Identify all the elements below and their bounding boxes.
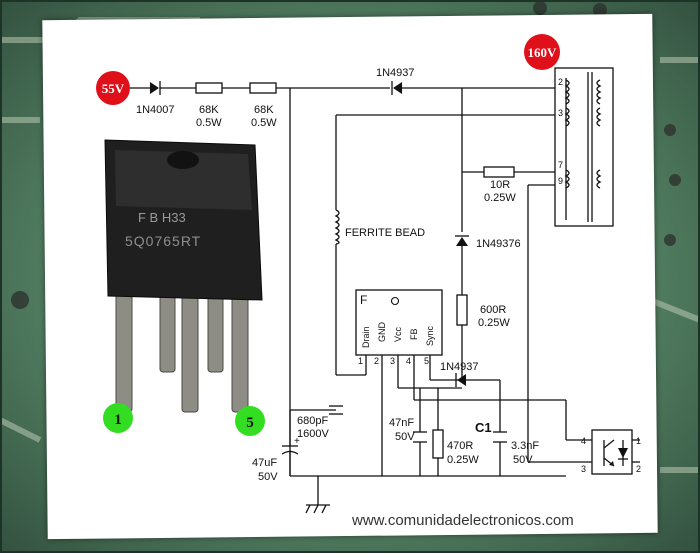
ic-pin-sync: Sync [425,325,435,346]
badge-160v-text: 160V [528,45,558,60]
r5-power: 0.25W [447,454,479,466]
capacitor-3-3nf [493,431,507,443]
ic-pin-num-1: 1 [358,356,363,366]
d1-label: 1N4007 [136,104,175,116]
r1-power: 0.5W [196,117,222,129]
wiring [130,87,640,505]
ferrite-label: FERRITE BEAD [345,227,425,239]
transformer-pin-9: 9 [558,176,563,186]
ic-pin-fb: FB [409,328,419,340]
pin-1-marker [103,403,133,433]
ground-symbol [305,504,330,514]
c4-value: 3.3nF [511,440,539,452]
c2-voltage: 50V [258,471,278,483]
r4-power: 0.25W [478,317,510,329]
ferrite-bead [334,209,340,245]
ic-marking-line1: F B H33 [138,210,186,225]
optocoupler [591,429,633,475]
diode-d2 [391,81,402,95]
pin-5-marker [235,406,265,436]
capacitor-47uf-plus: + [294,436,300,447]
r5-value: 470R [447,440,473,452]
website-watermark: www.comunidadelectronicos.com [351,512,574,529]
ic-fsq0765 [355,289,443,356]
ic-marking-line2: 5Q0765RT [125,233,201,249]
c3-voltage: 50V [395,431,415,443]
resistor-r3 [483,166,515,178]
badge-55v-text: 55V [102,81,125,96]
d2-label: 1N4937 [376,67,415,79]
pin-1-label: 1 [114,412,122,428]
r2-value: 68K [254,104,274,116]
ic-pin-gnd: GND [377,322,387,343]
ic-pin-num-4: 4 [406,356,411,366]
transformer-pin-7: 7 [558,160,563,170]
transformer-pin-2: 2 [558,77,563,87]
capacitor-47nf [413,431,427,443]
ic-pin-drain: Drain [361,326,371,348]
ic-logo: F [360,293,367,307]
c2-value: 47uF [252,457,277,469]
capacitor-680pf [329,405,343,415]
c1-name: C1 [475,420,492,435]
r2-power: 0.5W [251,117,277,129]
diode-d3 [455,235,469,246]
ic-pin-vcc: Vcc [393,326,403,342]
r3-value: 10R [490,179,510,191]
diode-d4 [455,373,466,387]
resistor-r1 [195,82,223,94]
c1-voltage: 1600V [297,428,329,440]
ic-pin-num-3: 3 [390,356,395,366]
transformer-pin-3: 3 [558,108,563,118]
pin-5-label: 5 [246,415,254,431]
ic-pin-num-5: 5 [424,356,429,366]
transformer [554,67,614,227]
ic-component-photo: F B H33 5Q0765RT 1 5 [103,139,265,436]
opto-pin-1: 1 [636,436,641,446]
badge-55v: 55V [96,71,130,105]
badge-160v: 160V [524,34,560,70]
opto-pin-3: 3 [581,464,586,474]
r4-value: 600R [480,304,506,316]
capacitor-47uf [281,410,299,455]
resistor-r2 [249,82,277,94]
r3-power: 0.25W [484,192,516,204]
d4-label: 1N4937 [440,361,479,373]
c1-value: 680pF [297,415,328,427]
c4-voltage: 50V [513,454,533,466]
ic-pin-num-2: 2 [374,356,379,366]
resistor-r4 [456,294,468,326]
opto-pin-4: 4 [581,436,586,446]
d3-label: 1N49376 [476,238,521,250]
c3-value: 47nF [389,417,414,429]
r1-value: 68K [199,104,219,116]
opto-pin-2: 2 [636,464,641,474]
resistor-470r [432,429,444,459]
diode-d1 [150,81,161,95]
